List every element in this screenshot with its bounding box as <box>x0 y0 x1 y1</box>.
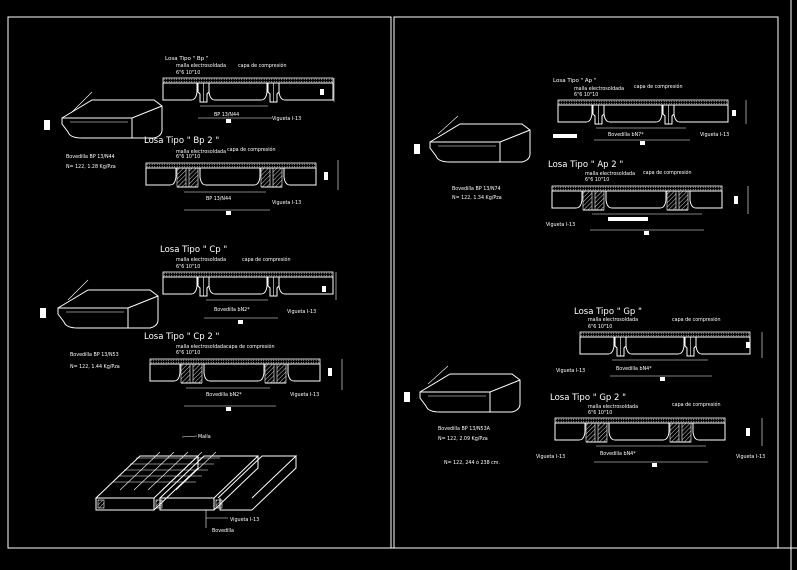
losa-gp2-capa: capa de compresión <box>672 401 721 408</box>
losa-bp-spec: 6"6 10"10 <box>176 70 200 76</box>
losa-cp2-vigueta: Vigueta I-13 <box>290 392 319 398</box>
losa-ap-capa: capa de compresión <box>634 83 683 90</box>
losa-bp2-malla: malla electrosoldada <box>176 149 226 155</box>
losa-cp-malla: malla electrosoldada <box>176 257 226 263</box>
losa-gp-capa: capa de compresión <box>672 316 721 323</box>
losa-ap2-spec: 6"6 10"10 <box>585 177 609 183</box>
losa-gp2-title: Losa Tipo " Gp 2 " <box>550 393 626 403</box>
losa-ap2-malla: malla electrosoldada <box>585 171 635 177</box>
losa-gp-vigueta-left: Vigueta I-13 <box>556 368 585 374</box>
iso-vigueta-label: Vigueta I-13 <box>230 517 259 523</box>
losa-bp2-capa: capa de compresión <box>227 146 276 153</box>
bovedilla-gp-weight: N= 122, 2.09 Kg/Pza <box>438 436 488 442</box>
losa-bp-title: Losa Tipo " Bp " <box>165 56 208 62</box>
losa-gp-malla: malla electrosoldada <box>588 317 638 323</box>
losa-cp-section: Losa Tipo " Cp " malla electrosoldada ca… <box>160 245 337 324</box>
losa-gp2-vigueta-right: Vigueta I-13 <box>736 454 765 460</box>
losa-bp2-block: BP 13/N44 <box>206 196 231 202</box>
bovedilla-bp-name: Bovedilla BP 13/N44 <box>66 154 115 160</box>
iso-malla-label: Malla <box>198 434 211 440</box>
bovedilla-bp-weight: N= 122, 1.28 Kg/Pza <box>66 164 116 170</box>
losa-gp-title: Losa Tipo " Gp " <box>574 307 642 317</box>
losa-gp-section: Losa Tipo " Gp " malla electrosoldada ca… <box>556 307 763 381</box>
losa-cp2-section: Losa Tipo " Cp 2 " malla electrosoldada … <box>144 332 343 411</box>
losa-ap2-title: Losa Tipo " Ap 2 " <box>548 160 623 170</box>
bovedilla-gp-note: N= 122, 244 ó 238 cm. <box>444 459 500 466</box>
losa-ap2-section: Losa Tipo " Ap 2 " malla electrosoldada … <box>546 160 749 235</box>
losa-cp2-title: Losa Tipo " Cp 2 " <box>144 332 219 342</box>
losa-bp-section: Losa Tipo " Bp " malla electrosoldada ca… <box>162 56 335 123</box>
losa-ap-block: Bovedilla bN7* <box>608 132 644 138</box>
losa-ap-section: Losa Tipo " Ap " malla electrosoldada ca… <box>553 78 747 145</box>
bovedilla-ap-name: Bovedilla BP 13/N74 <box>452 186 501 192</box>
losa-bp2-title: Losa Tipo " Bp 2 " <box>144 136 219 146</box>
losa-gp2-section: Losa Tipo " Gp 2 " malla electrosoldada … <box>536 393 765 467</box>
bovedilla-ap-iso <box>414 115 531 163</box>
losa-gp-block: Bovedilla bN4* <box>616 366 652 372</box>
left-frame <box>7 16 392 549</box>
losa-cp-spec: 6"6 10"10 <box>176 264 200 270</box>
losa-bp-capa: capa de compresión <box>238 62 287 69</box>
losa-gp2-block: Bovedilla bN4* <box>600 451 636 457</box>
losa-cp2-capa: capa de compresión <box>226 343 275 350</box>
bovedilla-cp-name: Bovedilla BP 13/N53 <box>70 352 119 358</box>
losa-bp2-vigueta: Vigueta I-13 <box>272 200 301 206</box>
losa-cp-title: Losa Tipo " Cp " <box>160 245 227 255</box>
bovedilla-ap-weight: N= 122, 1.34 Kg/Pza <box>452 195 502 201</box>
losa-bp-block: BP 13/N44 <box>214 112 239 118</box>
losa-bp2-spec: 6"6 10"10 <box>176 154 200 160</box>
isometric-assembly: Malla Vigueta I-13 Bovedill <box>94 434 298 534</box>
losa-bp-malla: malla electrosoldada <box>176 63 226 69</box>
losa-gp-spec: 6"6 10"10 <box>588 324 612 330</box>
losa-cp-capa: capa de compresión <box>242 256 291 263</box>
losa-cp-block: Bovedilla bN2* <box>214 307 250 313</box>
bovedilla-gp-iso <box>404 365 521 413</box>
losa-gp2-spec: 6"6 10"10 <box>588 410 612 416</box>
losa-ap2-capa: capa de compresión <box>643 169 692 176</box>
losa-gp2-malla: malla electrosoldada <box>588 404 638 410</box>
bovedilla-gp-name: Bovedilla BP 13/N53A <box>438 426 491 432</box>
losa-ap2-vigueta: Vigueta I-13 <box>546 222 575 228</box>
losa-cp2-block: Bovedilla bN2* <box>206 392 242 398</box>
losa-bp2-section: Losa Tipo " Bp 2 " malla electrosoldada … <box>144 136 339 215</box>
losa-cp2-malla: malla electrosoldada <box>176 344 226 350</box>
losa-gp2-vigueta-left: Vigueta I-13 <box>536 454 565 460</box>
losa-ap-spec: 6"6 10"10 <box>574 92 598 98</box>
losa-ap-title: Losa Tipo " Ap " <box>553 78 596 84</box>
losa-bp-vigueta: Vigueta I-13 <box>272 116 301 122</box>
iso-bovedilla-label: Bovedilla <box>212 528 234 534</box>
losa-ap-vigueta: Vigueta I-13 <box>700 132 729 138</box>
losa-cp-vigueta: Vigueta I-13 <box>287 309 316 315</box>
bovedilla-bp-iso <box>44 91 163 139</box>
bovedilla-cp-iso <box>40 279 159 329</box>
losa-cp2-spec: 6"6 10"10 <box>176 350 200 356</box>
bovedilla-cp-weight: N= 122, 1.44 Kg/Pza <box>70 364 120 370</box>
losa-ap-malla: malla electrosoldada <box>574 86 624 92</box>
